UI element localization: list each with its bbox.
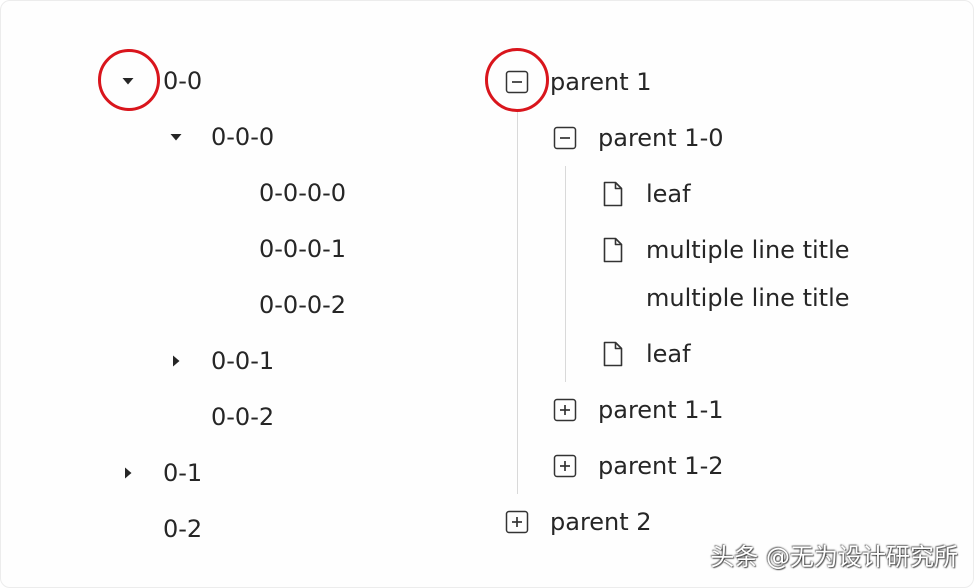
tree-node-title[interactable]: leaf — [646, 180, 691, 208]
caret-tree: 0-0 0-0-0 0-0-0-0 0-0-0-1 0-0-0-2 0-0-1 — [116, 53, 416, 557]
tree-indent — [116, 113, 164, 161]
tree-indent — [505, 386, 553, 434]
tree-node-title[interactable]: leaf — [646, 340, 691, 368]
tree-indent — [505, 226, 553, 274]
tree-node[interactable]: 0-1 — [116, 445, 416, 501]
watermark: 头条 @无为设计研究所 — [710, 543, 958, 571]
tree-node-title[interactable]: parent 2 — [550, 508, 652, 536]
highlight-circle — [98, 49, 160, 111]
file-icon — [601, 226, 625, 274]
tree-indent — [116, 225, 164, 273]
tree-node[interactable]: 0-2 — [116, 501, 416, 557]
tree-node[interactable]: leaf — [505, 166, 925, 222]
line-tree: parent 1 parent 1-0 leaf multiple line t… — [505, 54, 925, 550]
tree-node[interactable]: parent 1-1 — [505, 382, 925, 438]
tree-indent — [505, 442, 553, 490]
minus-square-icon[interactable] — [553, 114, 577, 162]
plus-square-icon[interactable] — [505, 498, 529, 546]
caret-down-icon[interactable] — [164, 113, 188, 161]
tree-indent — [116, 169, 164, 217]
tree-node[interactable]: 0-0-0-0 — [116, 165, 416, 221]
tree-indent — [164, 281, 212, 329]
plus-square-icon[interactable] — [553, 386, 577, 434]
switcher-placeholder — [212, 225, 236, 273]
file-icon — [601, 170, 625, 218]
tree-indent — [116, 337, 164, 385]
tree-indent — [164, 169, 212, 217]
tree-indent-line — [517, 110, 518, 494]
tree-node-title[interactable]: 0-0-0-2 — [259, 291, 347, 319]
tree-node-title[interactable]: parent 1-2 — [598, 452, 724, 480]
tree-indent — [553, 330, 601, 378]
tree-indent — [553, 170, 601, 218]
tree-indent — [116, 393, 164, 441]
tree-node[interactable]: parent 1-2 — [505, 438, 925, 494]
tree-node-title[interactable]: 0-1 — [163, 459, 203, 487]
tree-indent — [116, 281, 164, 329]
tree-node-title[interactable]: 0-0-1 — [211, 347, 275, 375]
tree-indent — [164, 225, 212, 273]
tree-node-title[interactable]: multiple line title multiple line title — [646, 236, 850, 312]
tree-node[interactable]: 0-0-2 — [116, 389, 416, 445]
tree-node-title[interactable]: 0-0-2 — [211, 403, 275, 431]
caret-right-icon[interactable] — [116, 449, 140, 497]
tree-indent — [505, 330, 553, 378]
tree-node-title[interactable]: 0-0-0-1 — [259, 235, 347, 263]
switcher-placeholder — [164, 393, 188, 441]
tree-node[interactable]: 0-0 — [116, 53, 416, 109]
tree-node[interactable]: 0-0-0-2 — [116, 277, 416, 333]
tree-node-title[interactable]: parent 1-1 — [598, 396, 724, 424]
tree-node[interactable]: multiple line title multiple line title — [505, 222, 925, 326]
tree-indent-line — [565, 166, 566, 382]
plus-square-icon[interactable] — [553, 442, 577, 490]
tree-node-title[interactable]: 0-2 — [163, 515, 203, 543]
tree-node-title[interactable]: 0-0-0-0 — [259, 179, 347, 207]
tree-node[interactable]: leaf — [505, 326, 925, 382]
tree-node-title[interactable]: parent 1-0 — [598, 124, 724, 152]
tree-node[interactable]: 0-0-0-1 — [116, 221, 416, 277]
tree-indent — [505, 170, 553, 218]
tree-indent — [553, 226, 601, 274]
switcher-placeholder — [212, 169, 236, 217]
tree-indent — [505, 114, 553, 162]
tree-node[interactable]: parent 1-0 — [505, 110, 925, 166]
file-icon — [601, 330, 625, 378]
tree-node[interactable]: parent 2 — [505, 494, 925, 550]
tree-node-title[interactable]: 0-0-0 — [211, 123, 275, 151]
tree-node-title[interactable]: 0-0 — [163, 67, 203, 95]
switcher-placeholder — [116, 505, 140, 553]
tree-node[interactable]: parent 1 — [505, 54, 925, 110]
tree-node[interactable]: 0-0-0 — [116, 109, 416, 165]
switcher-placeholder — [212, 281, 236, 329]
tree-node-title[interactable]: parent 1 — [550, 68, 652, 96]
caret-right-icon[interactable] — [164, 337, 188, 385]
highlight-circle — [485, 48, 549, 112]
tree-node[interactable]: 0-0-1 — [116, 333, 416, 389]
